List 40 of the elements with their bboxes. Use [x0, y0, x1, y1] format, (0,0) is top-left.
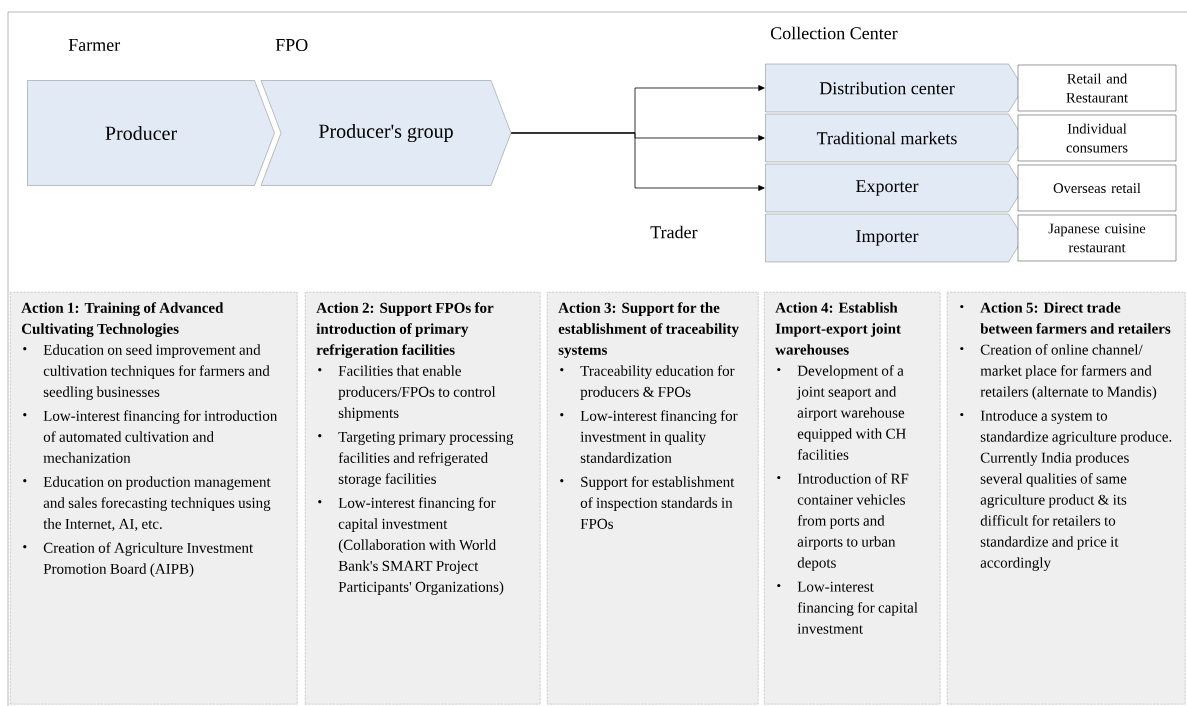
- action-panel: [305, 292, 541, 705]
- stage-label: Farmer: [68, 39, 121, 51]
- bullet-item: Creation of Agriculture Investment Promotion Board (AIPB): [23, 542, 254, 577]
- bullet-item: Low-interest financing for capital investment: [777, 581, 918, 634]
- chevron-box: Producer's group: [260, 80, 512, 186]
- action-heading: Action 2: Support FPOs for introduction of primary refrigeration facilities: [316, 302, 494, 359]
- chevron-box: Traditional markets: [765, 113, 1024, 163]
- bullet-item: Development of a joint seaport and airport warehouse equipped with CH facilities: [777, 365, 906, 460]
- outlet-box: Overseas retail: [1017, 164, 1177, 212]
- bullet-item: Targeting primary processing facilities and refrigerated storage facilities: [318, 431, 514, 487]
- chevron-box: Distribution center: [765, 63, 1024, 113]
- stage-label: FPO: [275, 38, 308, 52]
- outlet-box: Retail and Restaurant: [1017, 64, 1177, 112]
- arrow: [510, 132, 765, 191]
- bullet-item: Low-interest financing for capital investment (Collaboration with World Bank's SMART Project Participants' Organizations): [318, 497, 504, 595]
- action-panel: [947, 292, 1186, 705]
- action-heading: Action 5: Direct trade between farmers and retailers: [960, 302, 1171, 334]
- action-heading: Action 1: Training of Advanced Cultivating Technologies: [21, 302, 224, 338]
- arrow-box: Producer: [27, 80, 275, 186]
- action-heading: Action 3: Support for the establishment of traceability systems: [558, 302, 739, 358]
- action-panel: [547, 292, 759, 705]
- bullet-item: Introduce a system to standardize agriculture produce. Currently India produces several qualities of same agriculture product & its difficult for retailers to standardize and price it accordingly: [960, 410, 1172, 571]
- bullet-item: Traceability education for producers & FPOs: [560, 365, 735, 400]
- stage-label: Trader: [650, 225, 698, 239]
- bullet-item: Introduction of RF container vehicles from ports and airports to urban depots: [777, 473, 909, 571]
- bullet-item: Education on production management and sales forecasting techniques using the Internet, AI, etc.: [23, 476, 271, 532]
- action-panel: [764, 292, 941, 705]
- bullet-item: Education on seed improvement and cultivation techniques for farmers and seedling businesses: [23, 344, 270, 400]
- action-heading: Action 4: Establish Import-export joint warehouses: [775, 302, 901, 355]
- action-panel: [10, 292, 298, 705]
- bullet-item: Support for establishment of inspection standards in FPOs: [560, 476, 735, 529]
- bullet-item: Low-interest financing for introduction of automated cultivation and mechanization: [23, 410, 278, 463]
- stage-label: Collection Center: [770, 26, 898, 40]
- outlet-box: Japanese cuisine restaurant: [1017, 214, 1177, 262]
- bullet-item: Low-interest financing for investment in quality standardization: [560, 410, 738, 463]
- bullet-item: Facilities that enable producers/FPOs to control shipments: [318, 365, 496, 421]
- chevron-box: Exporter: [765, 163, 1024, 213]
- bullet-item: Creation of online channel/ market place for farmers and retailers (alternate to Mandis): [960, 344, 1157, 400]
- chevron-box: Importer: [765, 213, 1024, 263]
- outlet-box: Individual consumers: [1017, 114, 1177, 162]
